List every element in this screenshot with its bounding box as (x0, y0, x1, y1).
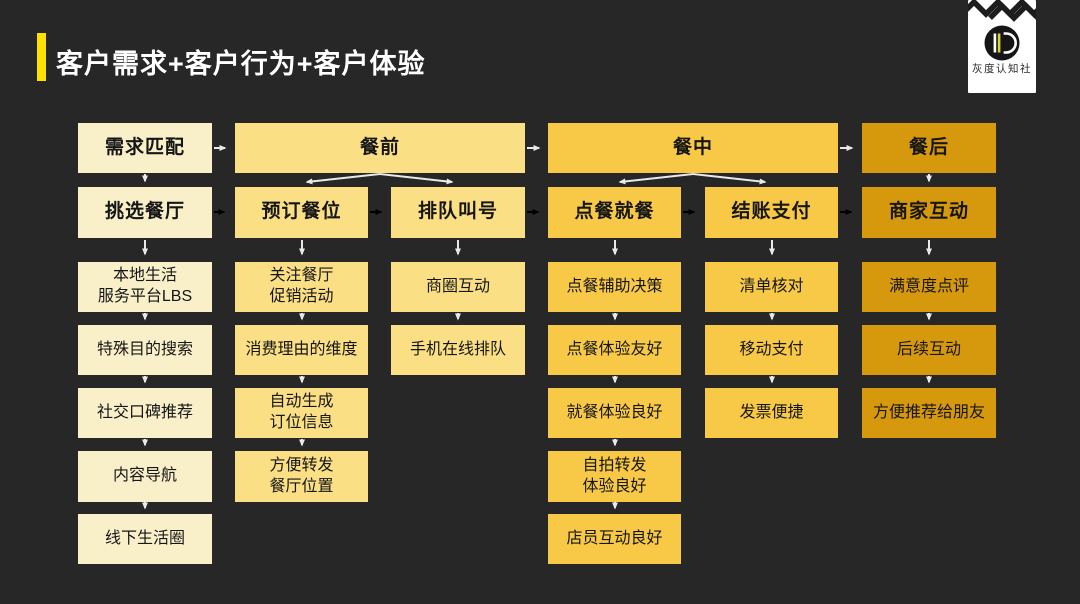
node-share-location: 方便转发 餐厅位置 (235, 451, 368, 502)
step-queue-number: 排队叫号 (391, 187, 525, 238)
node-recommend-friends: 方便推荐给朋友 (862, 388, 996, 438)
step-merchant-interaction: 商家互动 (862, 187, 996, 238)
node-social-recommend: 社交口碑推荐 (78, 388, 212, 438)
node-mobile-pay: 移动支付 (705, 325, 838, 375)
phase-during-meal: 餐中 (548, 123, 838, 173)
node-local-life-lbs: 本地生活 服务平台LBS (78, 262, 212, 312)
page-title: 客户需求+客户行为+客户体验 (56, 49, 426, 79)
brand-logo: 灰度认知社 (968, 0, 1036, 93)
node-selfie-share: 自拍转发 体验良好 (548, 451, 681, 502)
step-order-dine: 点餐就餐 (548, 187, 681, 238)
brand-name: 灰度认知社 (972, 63, 1032, 75)
node-staff-interaction: 店员互动良好 (548, 514, 681, 564)
brand-logo-graphic (968, 0, 1036, 61)
node-auto-booking-info: 自动生成 订位信息 (235, 388, 368, 438)
node-dining-experience: 就餐体验良好 (548, 388, 681, 438)
node-follow-up: 后续互动 (862, 325, 996, 375)
node-bill-check: 清单核对 (705, 262, 838, 312)
node-promo-follow: 关注餐厅 促销活动 (235, 262, 368, 312)
node-mall-interaction: 商圈互动 (391, 262, 525, 312)
phase-post-meal: 餐后 (862, 123, 996, 173)
node-special-search: 特殊目的搜索 (78, 325, 212, 375)
node-content-navigation: 内容导航 (78, 451, 212, 502)
node-consume-reason: 消费理由的维度 (235, 325, 368, 375)
node-order-experience: 点餐体验友好 (548, 325, 681, 375)
phase-demand-matching: 需求匹配 (78, 123, 212, 173)
phase-pre-meal: 餐前 (235, 123, 525, 173)
chevron-pattern (968, 0, 1036, 22)
hd-monogram-icon (984, 25, 1020, 61)
step-reserve-table: 预订餐位 (235, 187, 368, 238)
node-satisfaction-review: 满意度点评 (862, 262, 996, 312)
node-offline-life-circle: 线下生活圈 (78, 514, 212, 564)
title-accent-bar (37, 33, 46, 81)
node-order-assist: 点餐辅助决策 (548, 262, 681, 312)
node-easy-invoice: 发票便捷 (705, 388, 838, 438)
step-checkout-pay: 结账支付 (705, 187, 838, 238)
node-mobile-queue: 手机在线排队 (391, 325, 525, 375)
step-choose-restaurant: 挑选餐厅 (78, 187, 212, 238)
